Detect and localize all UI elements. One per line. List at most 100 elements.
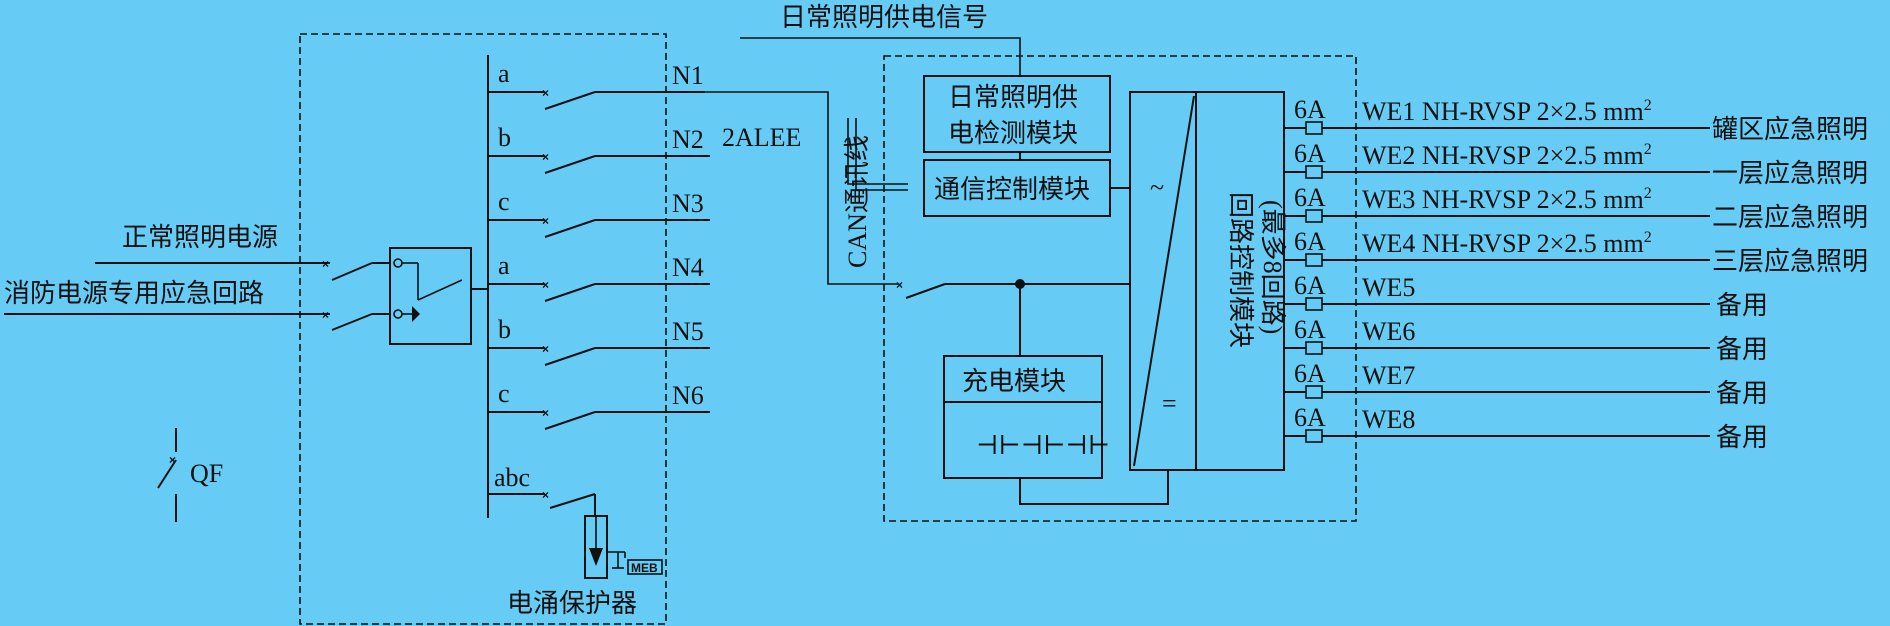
panel-switch-outlet: N1 xyxy=(672,61,704,90)
panel-switch-row-5: × b N5 xyxy=(488,315,710,366)
circuit-load: 备用 xyxy=(1716,335,1768,364)
can-line-2 xyxy=(855,118,908,191)
fuse-rating: 6A xyxy=(1294,403,1326,432)
circuit-load: 备用 xyxy=(1716,379,1768,408)
distribution-panel-border xyxy=(299,33,667,625)
panel-switch-row-3: × c N3 xyxy=(488,187,710,238)
qf-symbol: × xyxy=(157,428,177,522)
fuse-rating: 6A xyxy=(1294,315,1326,344)
panel-switch-row-4: × a N4 xyxy=(488,251,710,302)
panel-switch-x: × xyxy=(542,278,549,292)
output-circuit-1: 6A WE1 NH-RVSP 2×2.5 mm2 罐区应急照明 xyxy=(1284,95,1868,144)
panel-switch-blade xyxy=(544,283,596,302)
charge-module-box xyxy=(943,355,1103,479)
svg-text:×: × xyxy=(896,278,903,292)
battery-symbol: ⊣⊢⊣⊢⊣⊢ xyxy=(976,431,1110,460)
circuit-id: WE6 xyxy=(1362,317,1415,346)
circuit-id: WE5 xyxy=(1362,273,1415,302)
panel-switch-phase: b xyxy=(498,315,511,344)
circuit-id: WE4 NH-RVSP 2×2.5 mm2 xyxy=(1362,229,1652,258)
qf-label: QF xyxy=(190,459,223,488)
eps-panel-border xyxy=(883,55,1357,522)
panel-switch-phase: a xyxy=(498,251,510,280)
svg-text:×: × xyxy=(322,308,329,322)
fuse-rating: 6A xyxy=(1294,139,1326,168)
abc-label: abc xyxy=(494,463,530,492)
fuse-rating: 6A xyxy=(1294,95,1326,124)
output-circuit-4: 6A WE4 NH-RVSP 2×2.5 mm2 三层应急照明 xyxy=(1284,227,1868,276)
spd-switch: × xyxy=(488,488,596,516)
panel-switch-x: × xyxy=(542,406,549,420)
panel-switch-row-1: × a N1 xyxy=(488,59,705,110)
detect-module-box xyxy=(923,75,1111,153)
panel-switch-row-2: × b N2 xyxy=(488,123,710,174)
circuit-id: WE8 xyxy=(1362,405,1415,434)
eps-input-switch: × xyxy=(896,278,1130,356)
panel-switch-blade xyxy=(544,347,596,366)
circuit-load: 备用 xyxy=(1716,291,1768,320)
circuit-id-sup: 2 xyxy=(1644,141,1652,158)
panel-switch-blade xyxy=(544,155,596,174)
loop-module-box xyxy=(1195,91,1285,471)
panel-switch-row-6: × c N6 xyxy=(488,379,710,430)
loop-module-line1: 回路控制模块 xyxy=(1226,192,1255,348)
circuit-load: 罐区应急照明 xyxy=(1712,115,1868,144)
panel-switch-x: × xyxy=(542,342,549,356)
circuit-id-sup: 2 xyxy=(1644,229,1652,246)
feeder-line-n1 xyxy=(705,91,898,285)
circuit-load: 备用 xyxy=(1716,423,1768,452)
inverter-ac-symbol: ~ xyxy=(1150,173,1164,202)
meb-label: MEB xyxy=(631,561,658,575)
surge-protector-symbol xyxy=(584,515,663,579)
fuse-rating: 6A xyxy=(1294,183,1326,212)
output-circuit-6: 6A WE6 备用 xyxy=(1284,315,1768,364)
panel-switch-outlet: N5 xyxy=(672,317,704,346)
panel-switch-x: × xyxy=(542,214,549,228)
panel-switch-phase: c xyxy=(498,187,510,216)
inverter-diagonal xyxy=(1133,95,1195,467)
output-circuit-8: 6A WE8 备用 xyxy=(1284,403,1768,452)
comm-module-label: 通信控制模块 xyxy=(934,175,1090,204)
panel-switch-phase: b xyxy=(498,123,511,152)
detect-module-line2: 电检测模块 xyxy=(948,119,1078,148)
fuse-rating: 6A xyxy=(1294,227,1326,256)
circuit-id: WE3 NH-RVSP 2×2.5 mm2 xyxy=(1362,185,1652,214)
circuit-load: 三层应急照明 xyxy=(1712,247,1868,276)
panel-switch-x: × xyxy=(542,150,549,164)
svg-text:×: × xyxy=(542,488,549,502)
source-label-fire: 消防电源专用应急回路 xyxy=(4,279,264,308)
fuse-rating: 6A xyxy=(1294,271,1326,300)
circuit-id: WE1 NH-RVSP 2×2.5 mm2 xyxy=(1362,97,1652,126)
panel-switch-outlet: N3 xyxy=(672,189,704,218)
output-circuit-3: 6A WE3 NH-RVSP 2×2.5 mm2 二层应急照明 xyxy=(1284,183,1868,232)
panel-switch-phase: a xyxy=(498,59,510,88)
detect-module-line1: 日常照明供 xyxy=(948,83,1078,112)
ats-switch xyxy=(389,247,488,345)
source-switches: × × xyxy=(322,257,390,331)
can-line xyxy=(847,118,908,185)
circuit-id-sup: 2 xyxy=(1644,185,1652,202)
panel-switch-outlet: N6 xyxy=(672,381,704,410)
panel-switch-outlet: N2 xyxy=(672,125,704,154)
panel-switch-outlet: N4 xyxy=(672,253,704,282)
source-label-normal: 正常照明电源 xyxy=(122,223,278,252)
top-signal-label: 日常照明供电信号 xyxy=(780,3,988,32)
panel-switch-x: × xyxy=(542,86,549,100)
panel-switch-blade xyxy=(544,91,596,110)
loop-module-line2: (最多8回路) xyxy=(1258,200,1287,334)
panel-switch-phase: c xyxy=(498,379,510,408)
circuit-load: 一层应急照明 xyxy=(1712,159,1868,188)
output-circuit-5: 6A WE5 备用 xyxy=(1284,271,1768,320)
spd-label: 电涌保护器 xyxy=(507,589,637,618)
svg-text:×: × xyxy=(169,453,176,467)
fuse-rating: 6A xyxy=(1294,359,1326,388)
feeder-name: 2ALEE xyxy=(722,123,801,152)
panel-switch-blade xyxy=(544,219,596,238)
circuit-load: 二层应急照明 xyxy=(1712,203,1868,232)
charge-module-label: 充电模块 xyxy=(962,367,1066,396)
charge-to-inverter xyxy=(1019,470,1169,505)
